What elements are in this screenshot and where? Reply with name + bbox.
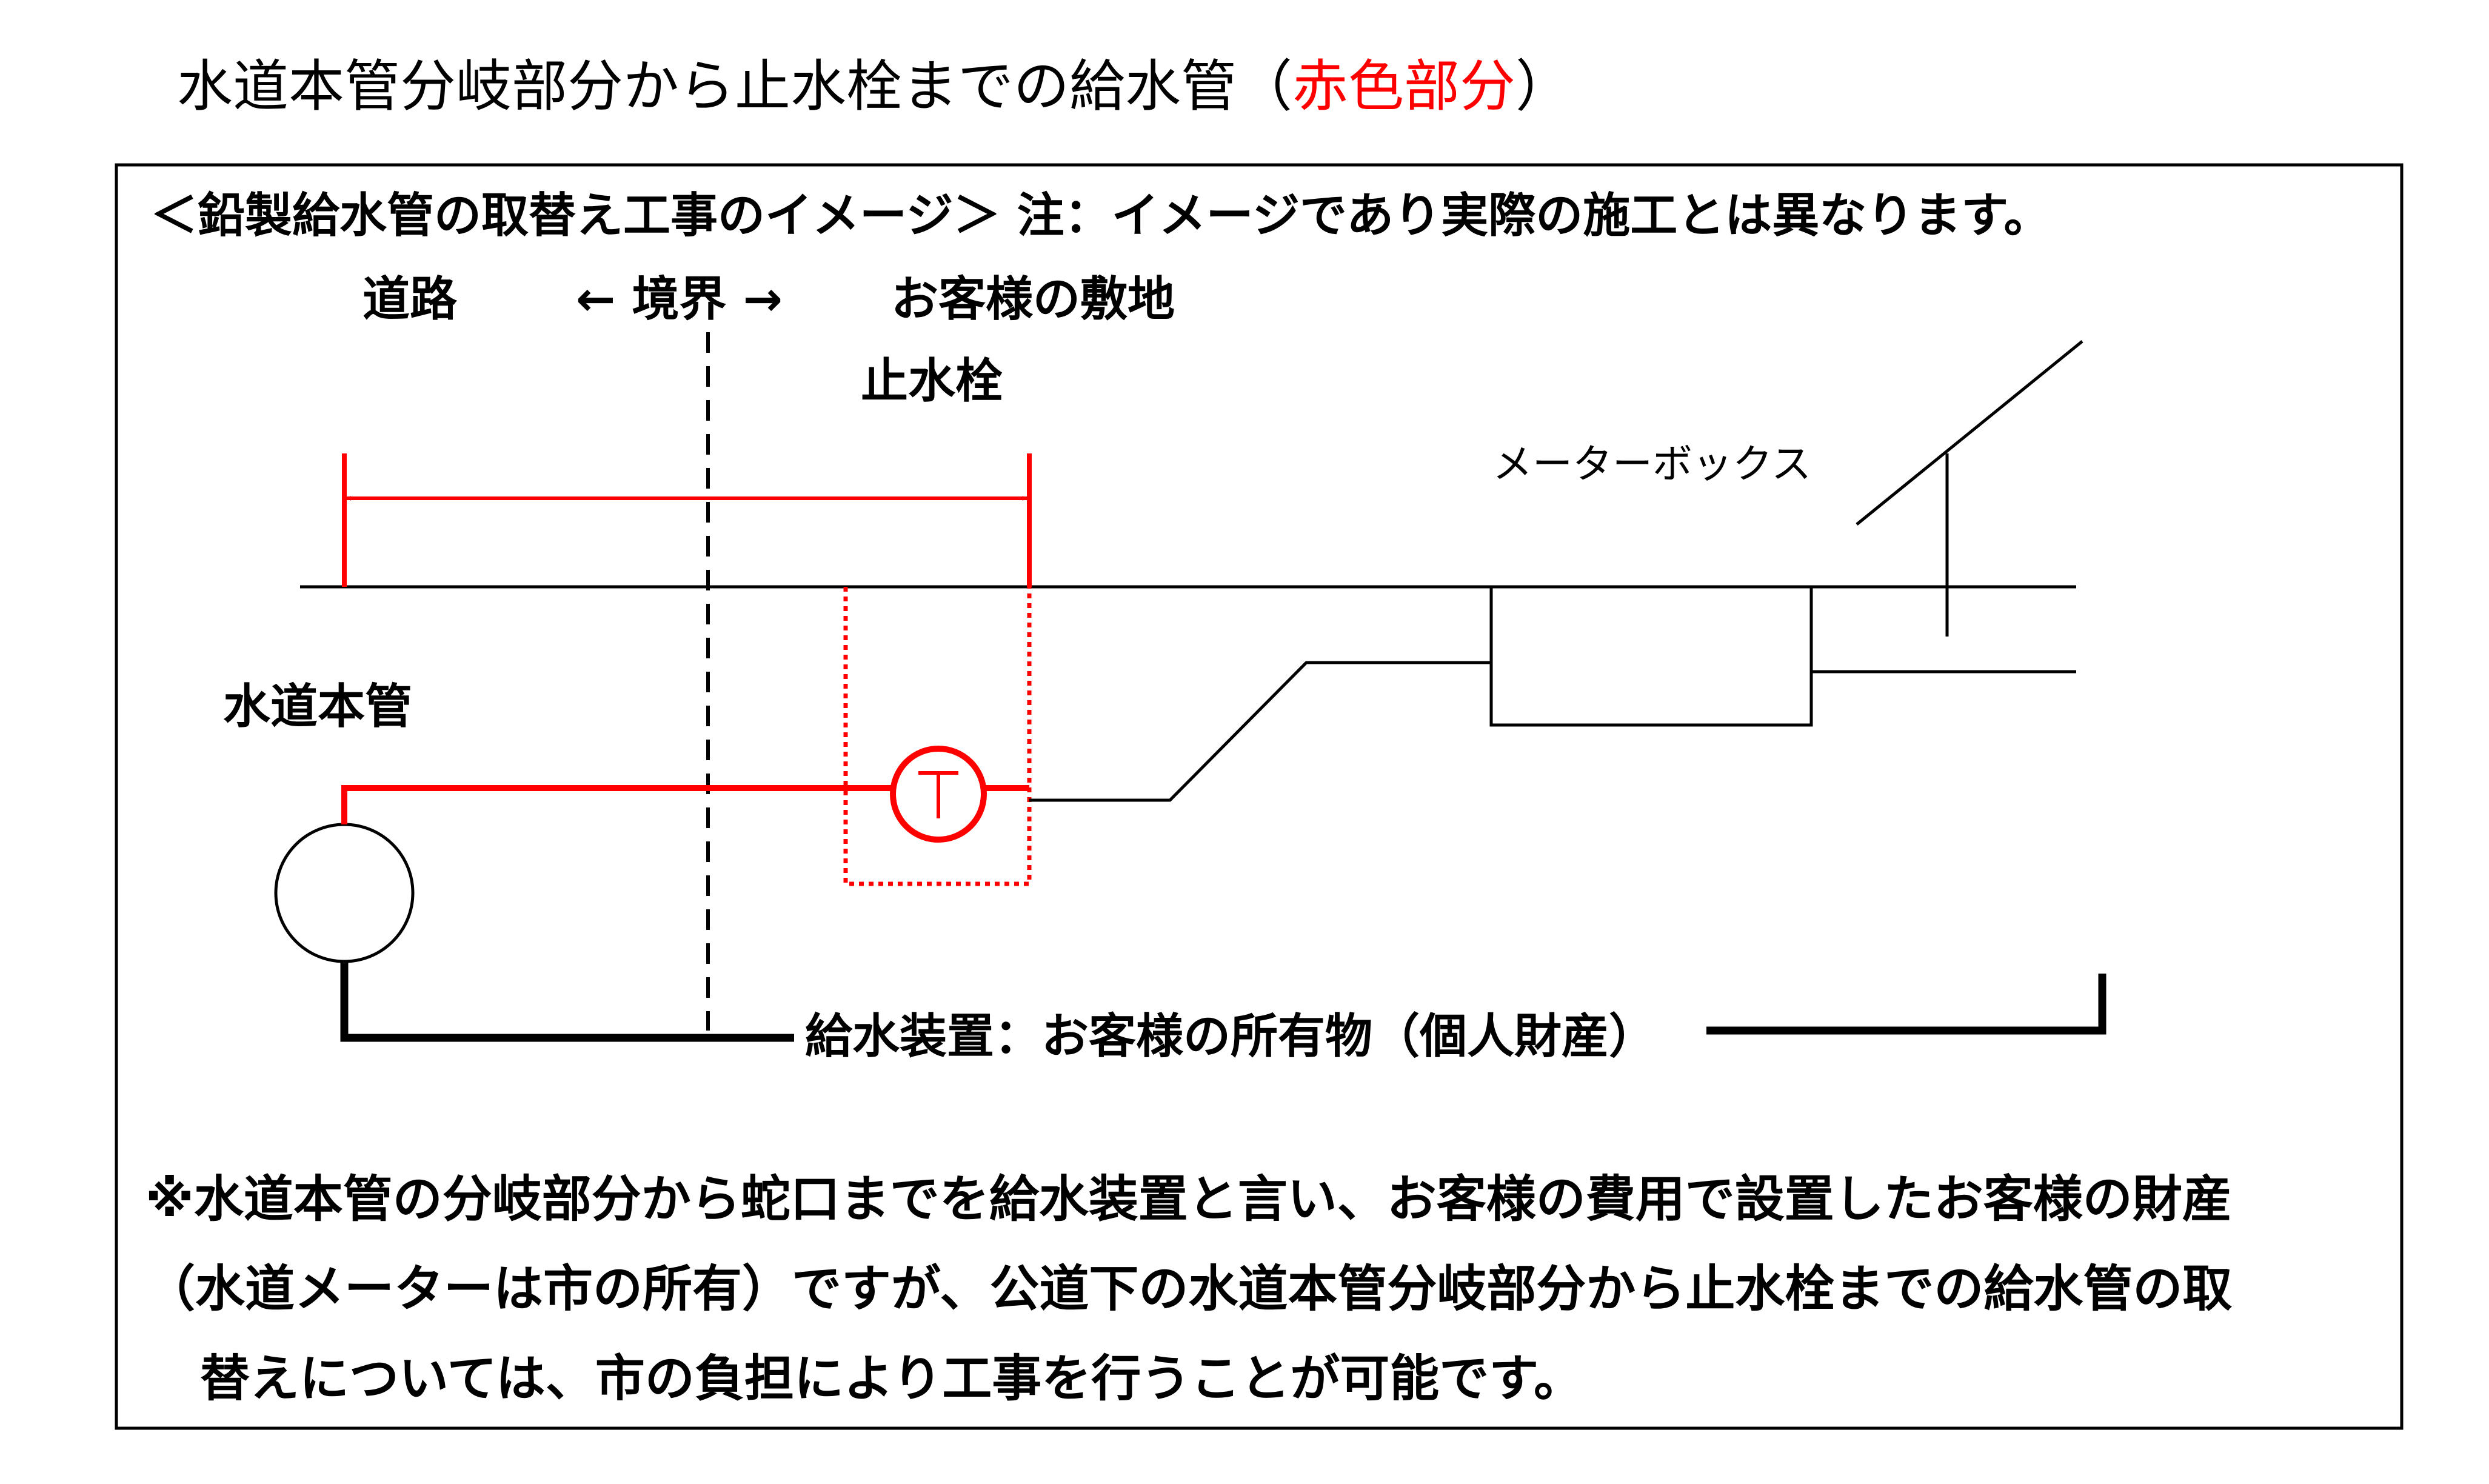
supply-bracket-left <box>340 961 794 1042</box>
page-title: 水道本管分岐部分から止水栓までの給水管（赤色部分） <box>177 47 1571 126</box>
supply-bracket-right <box>1706 974 2106 1035</box>
note-line-1: ※水道本管の分岐部分から蛇口までを給水装置と言い、お客様の費用で設置したお客様の… <box>145 1171 2232 1228</box>
stopcock-dotted-box <box>843 587 1032 886</box>
main-pipe-label: 水道本管 <box>223 680 412 734</box>
note-line-2: （水道メーターは市の所有）ですが、公道下の水道本管分岐部分から止水栓までの給水管… <box>145 1260 2233 1318</box>
road-label: 道路 <box>362 272 458 327</box>
supply-device-label: 給水装置：お客様の所有物（個人財産） <box>805 1009 1656 1064</box>
title-close: ） <box>1515 54 1572 119</box>
title-main: 水道本管分岐部分から止水栓までの給水管（ <box>177 54 1293 119</box>
diagram-header: ＜鉛製給水管の取替え工事のイメージ＞ 注：イメージであり実際の施工とは異なります… <box>150 189 2051 243</box>
pipe-to-meter <box>1029 661 1491 802</box>
title-highlight: 赤色部分 <box>1292 54 1516 119</box>
stopcock-label: 止水栓 <box>861 354 1003 409</box>
boundary-label: ← 境界 → <box>576 272 783 327</box>
explanatory-note: ※水道本管の分岐部分から蛇口までを給水装置と言い、お客様の費用で設置したお客様の… <box>145 1155 2388 1424</box>
note-line-3: 替えについては、市の負担により工事を行うことが可能です。 <box>200 1350 1584 1408</box>
meter-box <box>1489 585 1813 727</box>
faucet-diagonal <box>1856 340 2083 526</box>
customer-site-label: お客様の敷地 <box>891 272 1175 327</box>
diagram-frame <box>115 163 2404 1430</box>
water-main-circle <box>274 823 415 963</box>
meter-box-label: メーターボックス <box>1492 441 1811 487</box>
